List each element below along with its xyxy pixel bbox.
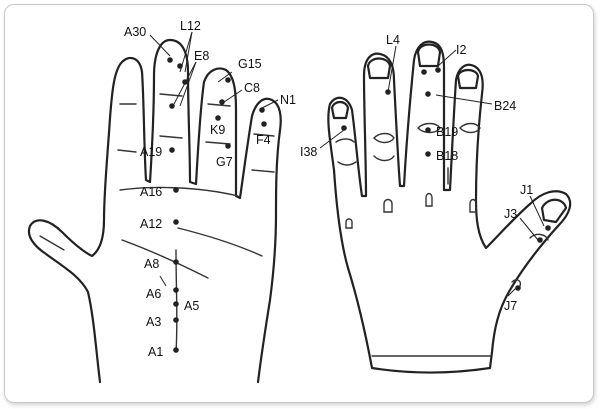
label-n1: N1 — [280, 93, 296, 107]
label-l4: L4 — [386, 33, 400, 47]
point-l12 — [177, 63, 183, 69]
point-labels: A30 L12 E8 G15 C8 N1 K9 F4 G7 A19 A16 A1… — [124, 19, 533, 359]
diagram-frame — [4, 4, 594, 403]
point-j1 — [545, 225, 551, 231]
knuckle-mark — [511, 279, 522, 287]
label-i38: I38 — [300, 145, 317, 159]
leader-lines — [149, 31, 545, 297]
point-j3 — [537, 237, 543, 243]
point-i38 — [341, 125, 347, 131]
acupoints — [167, 57, 551, 353]
point-e8 — [169, 103, 175, 109]
knuckle-mark — [529, 233, 549, 241]
knuckle-mark — [345, 218, 353, 229]
point-g7 — [225, 143, 231, 149]
knuckle-mark — [337, 161, 357, 166]
point-a3 — [173, 317, 179, 323]
label-j3: J3 — [504, 207, 517, 221]
label-j1: J1 — [520, 183, 533, 197]
finger-crease — [205, 141, 231, 145]
back-hand — [327, 40, 572, 374]
knuckle-mark — [469, 198, 477, 213]
label-i2: I2 — [456, 43, 466, 57]
label-a19: A19 — [140, 145, 162, 159]
palm-crease-heart — [119, 186, 239, 197]
point-a16 — [173, 187, 179, 193]
point-n1 — [259, 107, 265, 113]
point-a5 — [173, 301, 179, 307]
nail — [330, 100, 350, 120]
knuckle-mark — [459, 122, 481, 134]
label-b18: B18 — [436, 149, 458, 163]
point-j7 — [515, 285, 521, 291]
point-b24 — [425, 91, 431, 97]
point-b19 — [425, 127, 431, 133]
label-b24: B24 — [494, 99, 516, 113]
finger-crease — [253, 133, 275, 137]
label-c8: C8 — [244, 81, 260, 95]
point-a12 — [173, 219, 179, 225]
thumb-crease — [39, 235, 65, 251]
nail — [416, 43, 442, 68]
label-g7: G7 — [216, 155, 233, 169]
nail — [456, 68, 480, 90]
label-l12: L12 — [180, 19, 201, 33]
point-l12-lower — [182, 79, 188, 85]
label-a8: A8 — [144, 257, 159, 271]
finger-crease — [251, 169, 275, 173]
palm-crease-life — [175, 249, 178, 353]
knuckle-mark — [383, 198, 393, 213]
point-a30 — [167, 57, 173, 63]
label-g15: G15 — [238, 57, 262, 71]
label-a6: A6 — [146, 287, 161, 301]
point-a6 — [173, 287, 179, 293]
knuckle-mark — [373, 155, 395, 162]
label-a3: A3 — [146, 315, 161, 329]
label-e8: E8 — [194, 49, 209, 63]
point-i2-b — [435, 67, 441, 73]
finger-crease — [159, 135, 183, 139]
point-b18 — [425, 151, 431, 157]
knuckle-mark — [373, 132, 395, 144]
label-a30: A30 — [124, 25, 146, 39]
nail — [366, 57, 392, 80]
label-a5: A5 — [184, 299, 199, 313]
label-j7: J7 — [504, 299, 517, 313]
finger-crease — [117, 149, 137, 153]
knuckle-mark — [335, 138, 355, 143]
palm-crease-thumb — [121, 239, 209, 279]
point-c8 — [219, 99, 225, 105]
point-g15 — [225, 77, 231, 83]
back-outline — [327, 40, 572, 374]
point-a19 — [169, 147, 175, 153]
label-a16: A16 — [140, 185, 162, 199]
label-b19: B19 — [436, 125, 458, 139]
label-a12: A12 — [140, 217, 162, 231]
knuckle-mark — [425, 192, 433, 207]
palm-hand — [27, 38, 282, 384]
point-f4 — [261, 121, 267, 127]
point-a8 — [173, 259, 179, 265]
nail — [540, 198, 568, 224]
point-i2 — [421, 69, 427, 75]
palm-crease-head — [177, 227, 263, 257]
point-l4 — [385, 89, 391, 95]
knuckle-mark — [417, 122, 441, 134]
label-f4: F4 — [256, 133, 271, 147]
point-k9 — [215, 115, 221, 121]
label-k9: K9 — [210, 123, 225, 137]
finger-crease — [207, 103, 231, 107]
label-a1: A1 — [148, 345, 163, 359]
point-a1 — [173, 347, 179, 353]
palm-outline — [27, 38, 282, 384]
